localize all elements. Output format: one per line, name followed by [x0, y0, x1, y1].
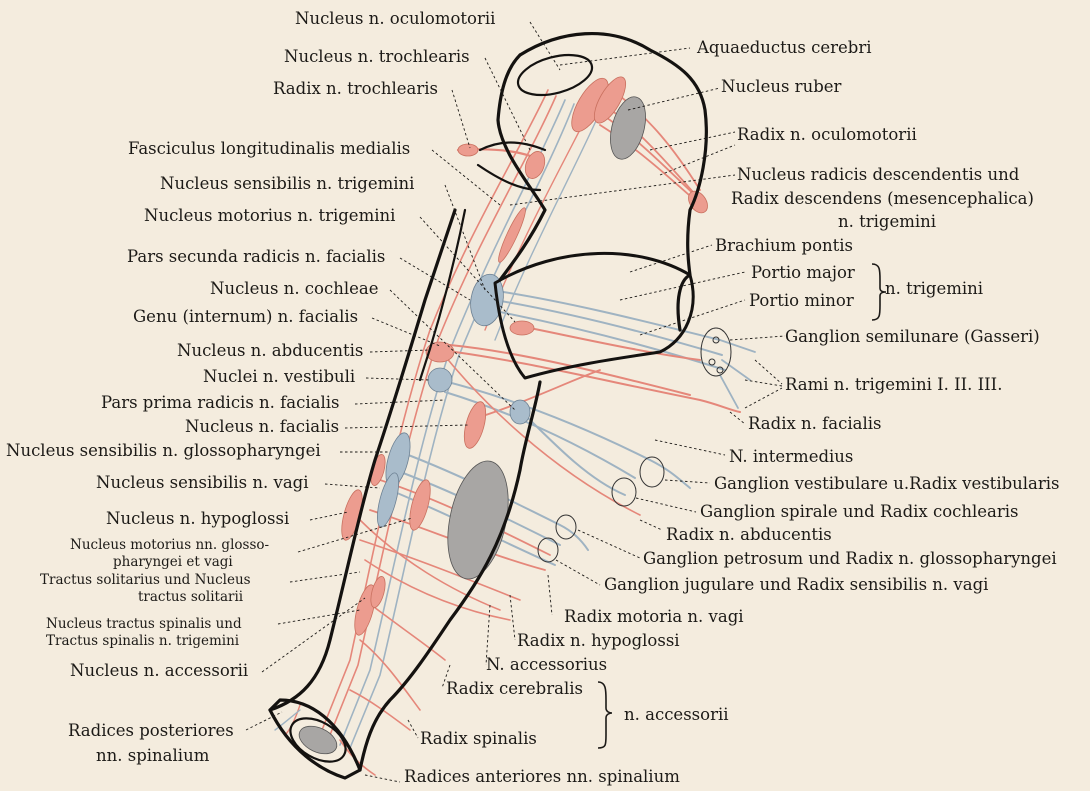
label-radix-hypoglossi: Radix n. hypoglossi [517, 631, 680, 650]
label-radix-motoria-vagi: Radix motoria n. vagi [564, 607, 744, 626]
ganglion-semilunare-shape [701, 328, 731, 376]
ganglion-dot [709, 359, 715, 365]
label-nucleus-motorius-glosso-1: Nucleus motorius nn. glosso- [70, 537, 269, 553]
accessorius-brace [598, 682, 612, 748]
ganglion-petrosum-shape [556, 515, 576, 539]
label-radix-spinalis: Radix spinalis [420, 729, 537, 748]
label-nucleus-oculomotorii: Nucleus n. oculomotorii [295, 9, 495, 28]
label-nucleus-sensibilis-trigemini: Nucleus sensibilis n. trigemini [160, 174, 414, 193]
label-nucleus-ruber: Nucleus ruber [721, 77, 842, 96]
label-nucleus-abducentis: Nucleus n. abducentis [177, 341, 363, 360]
label-tractus-solitarius-1: Tractus solitarius und Nucleus [40, 572, 251, 588]
label-portio-major: Portio major [751, 263, 855, 282]
label-nucleus-glossopharyngei: Nucleus sensibilis n. glossopharyngei [6, 441, 321, 460]
label-nucleus-radicis-3: n. trigemini [838, 212, 936, 231]
label-pars-secunda: Pars secunda radicis n. facialis [127, 247, 385, 266]
label-radix-oculomotorii: Radix n. oculomotorii [737, 125, 917, 144]
label-radix-cerebralis: Radix cerebralis [446, 679, 583, 698]
hypoglossal-nucleus-shape [338, 488, 367, 542]
label-nuclei-vestibuli: Nuclei n. vestibuli [203, 367, 355, 386]
label-radix-trochlearis: Radix n. trochlearis [273, 79, 438, 98]
trochlear-root-end [458, 144, 478, 156]
trigeminus-brace [872, 264, 886, 320]
label-nucleus-facialis: Nucleus n. facialis [185, 417, 339, 436]
mesencephalic-trigeminal-nucleus [495, 206, 529, 265]
label-pars-prima: Pars prima radicis n. facialis [101, 393, 340, 412]
label-nucleus-radicis-1: Nucleus radicis descendentis und [737, 165, 1020, 184]
label-fasciculus-longitudinalis: Fasciculus longitudinalis medialis [128, 139, 410, 158]
vagus-motor-nucleus-shape [406, 478, 435, 532]
label-ganglion-petrosum: Ganglion petrosum und Radix n. glossopha… [643, 549, 1057, 568]
label-aquaeductus: Aquaeductus cerebri [696, 38, 872, 57]
label-brachium-pontis: Brachium pontis [715, 236, 853, 255]
label-n-accessorii: n. accessorii [624, 705, 729, 724]
label-nucleus-cochleae: Nucleus n. cochleae [210, 279, 379, 298]
label-nucleus-motorius-trigemini: Nucleus motorius n. trigemini [144, 206, 395, 225]
label-nucleus-accessorii: Nucleus n. accessorii [70, 661, 248, 680]
label-radix-facialis: Radix n. facialis [748, 414, 881, 433]
label-n-accessorius: N. accessorius [486, 655, 607, 674]
label-nucleus-vagi: Nucleus sensibilis n. vagi [96, 473, 309, 492]
motor-trigeminal-nucleus-shape [510, 321, 534, 335]
label-rami-trigemini: Rami n. trigemini I. II. III. [785, 375, 1002, 394]
ganglion-spirale-shape [612, 478, 636, 506]
label-ganglion-jugulare: Ganglion jugulare und Radix sensibilis n… [604, 575, 988, 594]
cochlear-nucleus-shape [510, 400, 530, 424]
label-ganglion-semilunare: Ganglion semilunare (Gasseri) [785, 327, 1040, 346]
label-nucleus-tractus-spinalis-2: Tractus spinalis n. trigemini [46, 633, 240, 649]
label-tractus-solitarius-2: tractus solitarii [138, 589, 244, 605]
label-ganglion-vestibulare: Ganglion vestibulare u.Radix vestibulari… [714, 474, 1060, 493]
label-radix-abducentis: Radix n. abducentis [666, 525, 832, 544]
label-portio-minor: Portio minor [749, 291, 854, 310]
label-nucleus-radicis-2: Radix descendens (mesencephalica) [731, 189, 1034, 208]
facial-nucleus-shape [460, 399, 490, 450]
label-nucleus-tractus-spinalis-1: Nucleus tractus spinalis und [46, 616, 242, 632]
labels-right: Aquaeductus cerebri Nucleus ruber Radix … [420, 38, 1060, 748]
label-radices-posteriores-2: nn. spinalium [96, 746, 210, 765]
vestibular-nuclei-shape [428, 368, 452, 392]
label-n-trigemini: n. trigemini [885, 279, 983, 298]
label-n-intermedius: N. intermedius [729, 447, 853, 466]
label-genu-facialis: Genu (internum) n. facialis [133, 307, 358, 326]
label-nucleus-motorius-glosso-2: pharyngei et vagi [113, 554, 233, 570]
label-nucleus-hypoglossi: Nucleus n. hypoglossi [106, 509, 289, 528]
label-nucleus-trochlearis: Nucleus n. trochlearis [284, 47, 470, 66]
label-radices-posteriores-1: Radices posteriores [68, 721, 234, 740]
label-radices-anteriores: Radices anteriores nn. spinalium [404, 767, 680, 786]
label-ganglion-spirale: Ganglion spirale und Radix cochlearis [700, 502, 1019, 521]
